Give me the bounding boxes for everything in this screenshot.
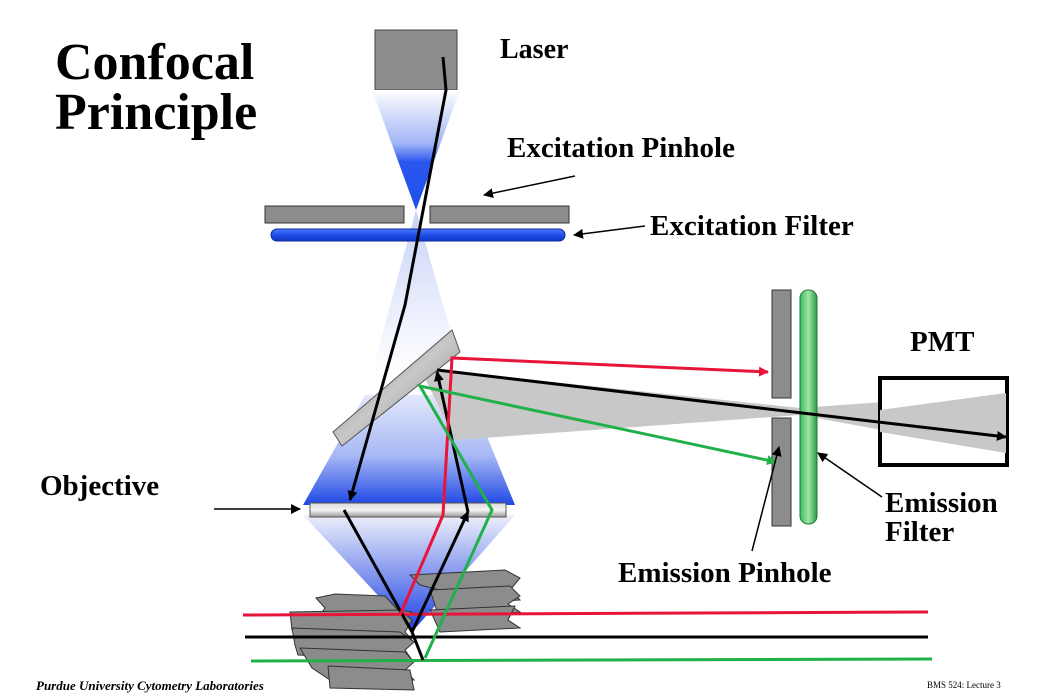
excitation-ray [347, 56, 448, 501]
focus-beam-cone [303, 515, 515, 632]
pmt-beam [880, 393, 1006, 453]
pmt-label: PMT [910, 326, 975, 358]
footer-lecture: BMS 524: Lecture 3 [927, 680, 1001, 690]
excitation-filter-arrow [573, 225, 646, 239]
objective-label: Objective [40, 470, 160, 502]
laser-label: Laser [500, 34, 569, 65]
emission-pinhole-bottom-plate [771, 417, 792, 527]
return-ray-up [410, 511, 470, 633]
excitation-beam-cone [372, 210, 462, 372]
emission-filter-label-line1: Emission [885, 487, 998, 519]
emission-filter-arrow [817, 452, 883, 498]
excitation-filter-label: Excitation Filter [650, 210, 854, 242]
emission-pinhole-top-plate [771, 289, 792, 399]
title-line-2: Principle [55, 84, 258, 141]
footer-institution: Purdue University Cytometry Laboratories [36, 678, 264, 693]
objective-lens [309, 502, 507, 518]
emission-filter [799, 289, 818, 525]
emission-pinhole-arrow [751, 446, 782, 552]
excitation-pinhole-label: Excitation Pinhole [507, 132, 735, 164]
red-ray [398, 356, 769, 616]
emission-beam-wedge [420, 368, 1008, 453]
laser-beam-cone [372, 90, 460, 210]
excitation-pinhole-left-plate [264, 205, 405, 224]
excitation-pinhole-right-plate [429, 205, 570, 224]
green-ray [417, 383, 777, 659]
title-line-1: Confocal [55, 34, 255, 91]
out-of-focus-plane-green [250, 657, 933, 663]
return-ray-focus-left [410, 631, 425, 661]
dichroic-mirror [332, 329, 461, 447]
out-of-focus-plane-red [242, 610, 929, 617]
excitation-pinhole-arrow [483, 175, 576, 199]
emission-pinhole-label: Emission Pinhole [618, 557, 832, 589]
emission-filter-label-line2: Filter [885, 516, 955, 548]
emission-ray-black [436, 368, 1007, 441]
